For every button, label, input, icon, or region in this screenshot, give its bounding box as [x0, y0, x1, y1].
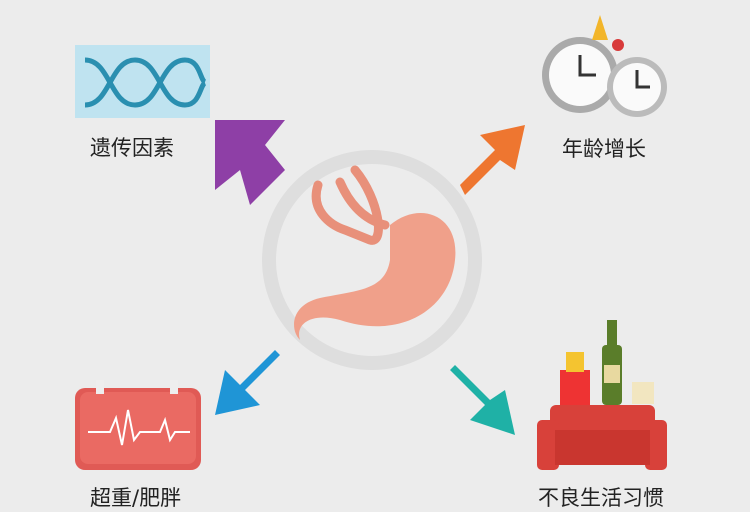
factor-label-genetic: 遗传因素	[90, 136, 174, 160]
factor-label-age: 年龄增长	[562, 137, 646, 161]
sofa-junk-food-icon	[537, 320, 667, 470]
factor-label-lifestyle: 不良生活习惯	[538, 486, 664, 510]
arrow-weight	[215, 350, 280, 415]
stomach-icon	[294, 165, 456, 340]
factor-label-weight: 超重/肥胖	[90, 486, 182, 510]
arrow-genetic	[215, 120, 285, 205]
clock-icon	[542, 15, 667, 117]
diagram-graphics	[75, 15, 667, 470]
heart-monitor-icon	[75, 380, 201, 470]
arrow-lifestyle	[450, 365, 515, 435]
dna-icon	[75, 45, 210, 118]
arrow-age	[460, 125, 525, 195]
